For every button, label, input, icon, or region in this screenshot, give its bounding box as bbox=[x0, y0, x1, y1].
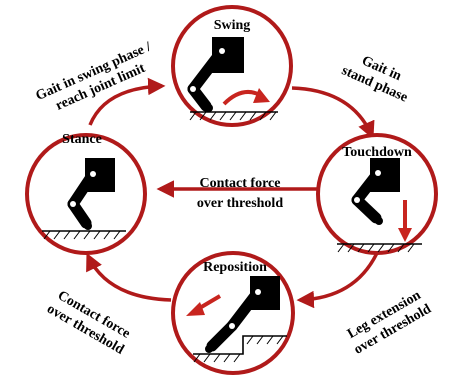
state-reposition: Reposition bbox=[171, 251, 295, 375]
state-label-stance: Stance bbox=[62, 132, 102, 147]
state-label-reposition: Reposition bbox=[203, 260, 267, 275]
transition-label-swing-to-touchdown: Gait in stand phase bbox=[339, 53, 409, 105]
arrow-touchdown-to-reposition bbox=[296, 252, 379, 309]
robot-leg-icon bbox=[205, 276, 280, 353]
state-touchdown: Touchdown bbox=[316, 133, 438, 255]
state-label-swing: Swing bbox=[214, 18, 251, 33]
motion-arrow-icon bbox=[398, 200, 412, 242]
state-stance: Stance bbox=[25, 132, 147, 255]
transition-label-stance-to-swing: Gait in swing phase / reach joint limit bbox=[34, 39, 155, 114]
state-label-touchdown: Touchdown bbox=[342, 145, 412, 160]
arrow-stance-to-swing bbox=[88, 77, 166, 126]
robot-leg-icon bbox=[187, 37, 244, 112]
arrow-reposition-to-stance bbox=[86, 252, 172, 302]
ground-hatch-icon bbox=[189, 111, 278, 121]
transition-label-touchdown-to-stance: Contact force over threshold bbox=[197, 176, 283, 211]
motion-arrow-icon bbox=[186, 294, 222, 316]
state-swing: Swing bbox=[171, 5, 293, 127]
ground-hatch-icon bbox=[42, 230, 126, 240]
robot-leg-icon bbox=[67, 158, 115, 230]
motion-arrow-icon bbox=[222, 88, 270, 106]
transition-label-reposition-to-stance: Contact force over threshold bbox=[44, 288, 132, 358]
transition-label-touchdown-to-reposition: Leg extension over threshold bbox=[345, 288, 434, 358]
robot-leg-icon bbox=[351, 158, 400, 225]
transition-label-line: Contact force bbox=[200, 176, 281, 191]
arrow-swing-to-touchdown bbox=[291, 86, 375, 140]
transition-label-line: over threshold bbox=[197, 196, 283, 211]
ground-hatch-icon bbox=[337, 243, 422, 253]
ground-hatch-icon bbox=[193, 335, 287, 363]
